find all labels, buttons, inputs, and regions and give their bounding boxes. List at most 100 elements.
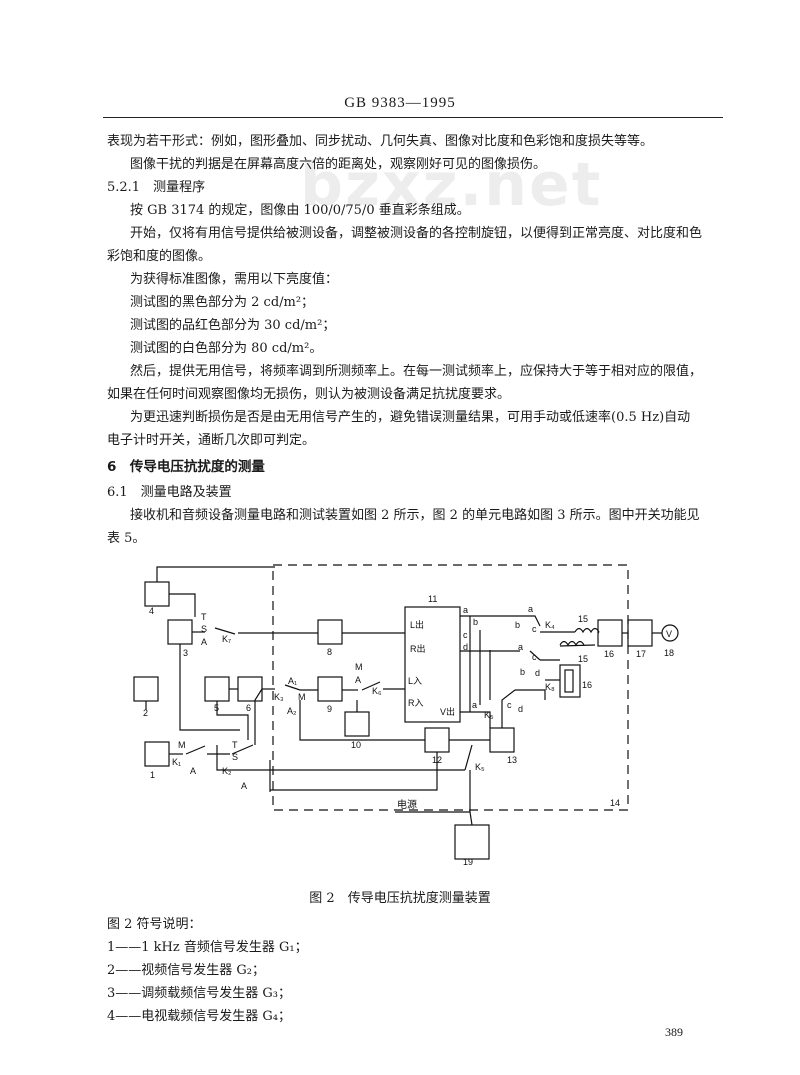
box-16b-inner xyxy=(564,669,574,693)
label-a: a xyxy=(528,604,533,614)
paragraph-line: 表现为若干形式：例如，图形叠加、同步扰动、几何失真、图像对比度和色彩饱和度损失等… xyxy=(107,134,654,149)
label-14: 14 xyxy=(610,798,620,808)
box-17 xyxy=(627,619,653,647)
paragraph-line: 开始，仅将有用信号提供给被测设备，调整被测设备的各控制旋钮，以便得到正常亮度、对… xyxy=(130,226,703,241)
label-15b: 15 xyxy=(578,654,588,664)
paragraph-line: 按 GB 3174 的规定，图像由 100/0/75/0 垂直彩条组成。 xyxy=(130,203,470,218)
box-12 xyxy=(424,727,450,753)
label-10: 10 xyxy=(351,740,361,750)
label-a: A xyxy=(355,675,361,685)
paragraph-line: 测试图的黑色部分为 2 cd/m²； xyxy=(130,295,315,310)
label-a: a xyxy=(463,605,468,615)
label-v-out: V出 xyxy=(440,706,455,717)
label-k8: K₈ xyxy=(545,682,555,692)
label-m: M xyxy=(298,692,306,702)
paragraph-line: 图像干扰的判据是在屏幕高度六倍的距离处，观察刚好可见的图像损伤。 xyxy=(130,157,547,172)
enclosure-14 xyxy=(272,564,629,811)
page-number: 389 xyxy=(665,1025,683,1039)
box-2 xyxy=(133,676,159,702)
label-b: b xyxy=(473,617,478,627)
label-12: 12 xyxy=(432,755,442,765)
paragraph-line: 然后，提供无用信号，将频率调到所测频率上。在每一测试频率上，应保持大于等于相对应… xyxy=(130,364,703,379)
paragraph-line: 为更迅速判断损伤是否是由无用信号产生的，避免错误测量结果，可用手动或低速率(0.… xyxy=(130,410,691,425)
label-a: A xyxy=(190,766,196,776)
box-19 xyxy=(454,824,490,860)
label-19: 19 xyxy=(463,857,473,867)
box-8 xyxy=(317,619,343,645)
label-c: c xyxy=(507,700,512,710)
label-t: T xyxy=(232,740,238,750)
label-k4: K₄ xyxy=(545,620,555,630)
label-8: 8 xyxy=(327,647,332,657)
label-18: 18 xyxy=(664,648,674,658)
legend-item: 4——电视载频信号发生器 G₄； xyxy=(107,1009,291,1024)
label-a2: A₂ xyxy=(287,706,297,716)
label-16a: 16 xyxy=(604,649,614,659)
label-1: 1 xyxy=(150,770,155,780)
box-6 xyxy=(237,676,263,702)
page-header: GB 9383—1995 xyxy=(344,95,456,111)
label-15a: 15 xyxy=(578,614,588,624)
box-3 xyxy=(167,619,193,645)
label-b: b xyxy=(520,667,525,677)
label-a: A xyxy=(201,637,207,647)
label-k3: K₃ xyxy=(274,692,284,702)
paragraph-line: 如果在任何时间观察图像均无损伤，则认为被测设备满足抗扰度要求。 xyxy=(107,387,511,402)
paragraph-line: 彩饱和度的图像。 xyxy=(107,249,212,264)
label-k2: K₂ xyxy=(222,766,232,776)
label-power: 电源 xyxy=(397,798,417,811)
box-5 xyxy=(204,676,230,702)
label-c: c xyxy=(532,652,537,662)
label-13: 13 xyxy=(507,755,517,765)
label-l-in: L入 xyxy=(408,676,422,686)
legend-item: 3——调频载频信号发生器 G₃； xyxy=(107,986,291,1001)
label-3: 3 xyxy=(183,648,188,658)
section-heading-6-1: 6.1 测量电路及装置 xyxy=(107,485,232,500)
label-m: M xyxy=(178,740,186,750)
box-11 xyxy=(404,606,461,723)
box-16a xyxy=(597,619,623,647)
label-c: c xyxy=(463,630,468,640)
box-16b xyxy=(559,664,581,698)
label-11: 11 xyxy=(428,594,437,604)
label-r-out: R出 xyxy=(410,643,426,654)
label-17: 17 xyxy=(636,649,646,659)
label-r-in: R入 xyxy=(408,698,424,708)
label-d: d xyxy=(463,642,468,652)
label-c: c xyxy=(532,624,537,634)
label-k5: K₅ xyxy=(475,762,485,772)
box-9 xyxy=(317,676,343,702)
paragraph-line: 电子计时开关，通断几次即可判定。 xyxy=(107,433,316,448)
label-m: M xyxy=(355,662,363,672)
label-s: S xyxy=(201,624,207,634)
label-9: 9 xyxy=(327,704,332,714)
watermark: bzxz.net xyxy=(300,150,603,220)
paragraph-line: 为获得标准图像，需用以下亮度值： xyxy=(130,272,339,287)
paragraph-line: 测试图的品红色部分为 30 cd/m²； xyxy=(130,318,336,333)
box-4 xyxy=(144,581,170,607)
label-k7: K₇ xyxy=(222,634,231,644)
legend-title: 图 2 符号说明： xyxy=(107,917,202,932)
circuit-diagram: 4 3 2 5 6 1 8 9 10 11 12 13 14 15 15 16 … xyxy=(133,564,679,867)
label-2: 2 xyxy=(143,708,148,718)
box-13 xyxy=(489,727,515,753)
header-rule xyxy=(103,117,723,118)
paragraph-line: 测试图的白色部分为 80 cd/m²。 xyxy=(130,341,323,356)
label-a1: A₁ xyxy=(288,676,297,686)
section-heading-6: 6 传导电压抗扰度的测量 xyxy=(107,459,265,475)
figure-caption: 图 2 传导电压抗扰度测量装置 xyxy=(309,891,491,906)
label-d: d xyxy=(535,668,540,678)
label-b: b xyxy=(515,620,520,630)
label-a: a xyxy=(518,642,523,652)
label-l-out: L出 xyxy=(410,619,424,630)
label-s: S xyxy=(232,752,238,762)
label-k1: K₁ xyxy=(172,757,181,767)
label-k6: K₆ xyxy=(372,686,382,696)
label-d: d xyxy=(518,704,523,714)
legend-item: 2——视频信号发生器 G₂； xyxy=(107,963,265,978)
label-4: 4 xyxy=(149,606,154,616)
label-t: T xyxy=(201,612,207,622)
box-1 xyxy=(144,741,170,767)
section-heading-5-2-1: 5.2.1 测量程序 xyxy=(107,180,206,195)
